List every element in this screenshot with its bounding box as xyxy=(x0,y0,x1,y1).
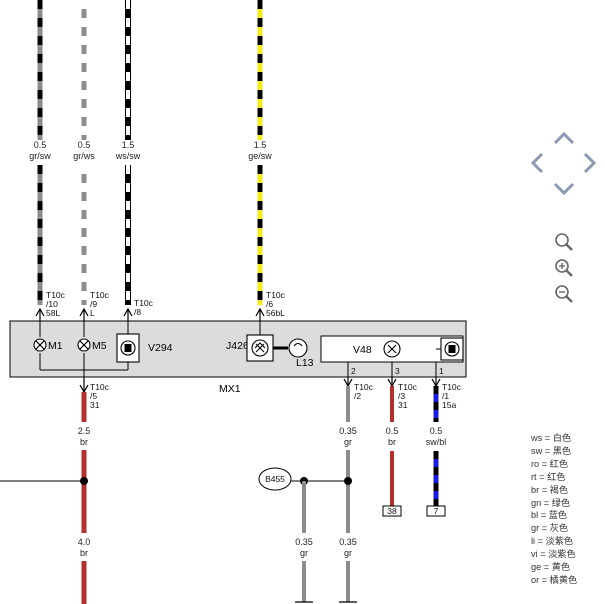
connector-pin-label: /8 xyxy=(134,307,141,317)
legend-item: vi = 淡紫色 xyxy=(531,549,576,560)
wire-size-label: 1.5 xyxy=(122,140,135,150)
wire-size-label: 4.0 xyxy=(78,537,91,547)
motor-v294-icon xyxy=(116,333,140,363)
connector-pin-label: /3 xyxy=(398,391,405,401)
pin-number: 2 xyxy=(351,366,356,376)
arrow-left-icon[interactable] xyxy=(530,152,544,174)
sensor-l13-icon xyxy=(288,338,308,358)
connector-label: T10c xyxy=(354,382,374,392)
wire-color-label: br xyxy=(388,437,396,447)
pin-number: 1 xyxy=(439,366,444,376)
wire-bottom-swbl xyxy=(426,386,446,517)
connector-pins-bottom xyxy=(79,377,441,394)
connector-term-label: 15a xyxy=(442,400,456,410)
motor-v48-icon xyxy=(383,340,401,358)
connector-pin-label: /9 xyxy=(90,299,97,309)
connector-label: T10c xyxy=(398,382,418,392)
label-m5: M5 xyxy=(92,340,107,352)
arrow-right-icon[interactable] xyxy=(583,152,597,174)
legend-item: ws = 白色 xyxy=(531,433,572,443)
connector-term-label: 58L xyxy=(46,308,60,318)
connector-pins-top xyxy=(35,307,265,322)
motor-v48-actuator-icon xyxy=(436,337,464,361)
connector-term-label: 31 xyxy=(398,400,408,410)
connector-pin-label: /1 xyxy=(442,391,449,401)
label-j426: J426 xyxy=(226,340,249,352)
connector-label: T10c xyxy=(46,290,66,300)
label-m1: M1 xyxy=(48,340,63,352)
control-unit-j426-icon xyxy=(246,334,288,362)
wire-bottom-gr xyxy=(304,386,357,603)
legend-item: li = 淡紫色 xyxy=(531,536,574,547)
zoom-fit-icon[interactable] xyxy=(554,232,574,252)
legend-item: ro = 红色 xyxy=(531,458,569,469)
connector-term-label: L xyxy=(90,308,95,318)
wire-size-label: 2.5 xyxy=(78,426,91,436)
wire-size-label: 0.5 xyxy=(430,426,443,436)
wire-color-label: gr xyxy=(344,437,352,447)
connector-label: T10c xyxy=(266,290,286,300)
wire-bottom-br-2 xyxy=(382,386,402,517)
label-v294: V294 xyxy=(148,342,173,354)
wire-size-label: 0.35 xyxy=(295,537,313,547)
connector-term-label: 31 xyxy=(90,400,100,410)
wire-color-label: gr/ws xyxy=(73,151,95,161)
legend-item: br = 褐色 xyxy=(531,484,569,495)
label-mx1: MX1 xyxy=(219,383,241,395)
wire-size-label: 1.5 xyxy=(254,140,267,150)
junction-b455 xyxy=(258,467,313,603)
wire-size-label: 0.5 xyxy=(34,140,47,150)
wire-bottom-br xyxy=(0,392,88,604)
module-internal-wiring xyxy=(39,321,437,377)
zoom-in-icon[interactable] xyxy=(554,258,574,278)
wire-color-label: gr xyxy=(344,548,352,558)
wire-size-label: 0.35 xyxy=(339,537,357,547)
connector-label: T10c xyxy=(90,382,110,392)
label-l13: L13 xyxy=(296,357,314,369)
arrow-up-icon[interactable] xyxy=(553,131,575,145)
connector-pin-label: /10 xyxy=(46,299,58,309)
wire-size-label: 0.5 xyxy=(386,426,399,436)
legend-item: ge = 黄色 xyxy=(531,562,571,573)
legend-item: sw = 黑色 xyxy=(531,445,572,456)
connector-label: T10c xyxy=(90,290,110,300)
lamp-m1-icon xyxy=(33,338,47,352)
connector-label: T10c xyxy=(134,298,154,308)
legend-item: gr = 灰色 xyxy=(531,523,569,534)
reference-box-label: 38 xyxy=(387,506,397,516)
connector-label: T10c xyxy=(442,382,462,392)
lamp-m5-icon xyxy=(77,338,91,352)
connector-pin-label: /5 xyxy=(90,391,97,401)
legend-item: or = 橘黄色 xyxy=(531,574,578,585)
legend-item: rt = 红色 xyxy=(531,471,566,482)
zoom-out-icon[interactable] xyxy=(554,284,574,304)
wire-size-label: 0.5 xyxy=(78,140,91,150)
color-legend: ws = 白色 sw = 黑色 ro = 红色 rt = 红色 br = 褐色 … xyxy=(531,432,577,587)
wire-color-label: gr xyxy=(300,548,308,558)
connector-pin-label: /6 xyxy=(266,299,273,309)
connector-term-label: 56bL xyxy=(266,308,285,318)
wire-color-label: ws/sw xyxy=(115,151,141,161)
wire-color-label: gr/sw xyxy=(29,151,51,161)
wire-color-label: br xyxy=(80,437,88,447)
pin-number: 3 xyxy=(395,366,400,376)
wire-color-label: br xyxy=(80,548,88,558)
wire-color-label: sw/bl xyxy=(426,437,447,447)
reference-box-label: 7 xyxy=(434,506,439,516)
junction-label: B455 xyxy=(265,474,285,484)
wire-color-label: ge/sw xyxy=(248,151,272,161)
legend-item: gn = 绿色 xyxy=(531,497,571,508)
connector-pin-label: /2 xyxy=(354,391,361,401)
legend-item: bl = 蓝色 xyxy=(531,510,567,521)
label-v48: V48 xyxy=(353,344,372,356)
wire-size-label: 0.35 xyxy=(339,426,357,436)
arrow-down-icon[interactable] xyxy=(553,182,575,196)
